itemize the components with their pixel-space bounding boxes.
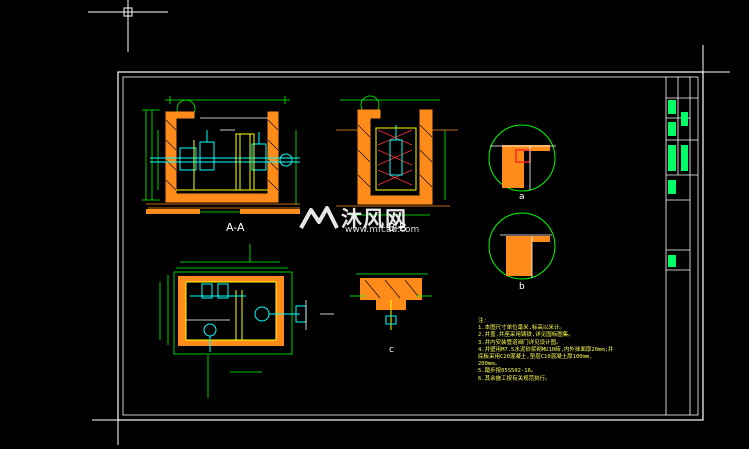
- note-line: 底板采用C20混凝土,垫层C10混凝土厚100mm,: [478, 354, 593, 361]
- section-aa: [142, 96, 300, 214]
- detail-b: [488, 212, 556, 280]
- note-line: 3.井内安装管道阀门详见设计图。: [478, 339, 562, 346]
- drawing-frame: [117, 71, 704, 421]
- note-line: 200mm。: [478, 361, 501, 368]
- note-line: 1.本图尺寸单位毫米,标高以米计。: [478, 325, 565, 332]
- detail-c: [350, 273, 432, 330]
- section-label-bb: B-B: [388, 221, 407, 234]
- note-line: 6.其余施工按有关规范执行。: [478, 375, 551, 382]
- corner-marks: [92, 45, 730, 445]
- note-line: 5.踏步按05S502-16。: [478, 368, 537, 375]
- watermark-logo-icon: [299, 206, 339, 229]
- note-line: 注:: [478, 318, 487, 324]
- section-label-aa: A-A: [226, 221, 245, 234]
- construction-notes: 注: 1.本图尺寸单位毫米,标高以米计。 2.井盖,井座采用铸铁,详见国标图集。…: [478, 318, 613, 383]
- title-block-text: [668, 100, 688, 267]
- detail-label-c: c: [389, 345, 394, 355]
- detail-a: [488, 124, 556, 192]
- note-line: 4.井壁用M7.5水泥砂浆砌MU10砖,内外抹面厚20mm;井: [478, 346, 614, 353]
- detail-label-a: a: [519, 192, 525, 202]
- watermark: 沐风网 www.mfcad.com: [297, 202, 419, 235]
- section-bb: [336, 95, 458, 216]
- plan-view: [159, 244, 334, 398]
- crosshair-cursor: [88, 0, 168, 52]
- detail-label-b: b: [519, 282, 525, 292]
- title-block: [665, 77, 698, 415]
- watermark-url: www.mfcad.com: [345, 225, 420, 235]
- watermark-name: 沐风网: [341, 207, 407, 231]
- note-line: 2.井盖,井座采用铸铁,详见国标图集。: [478, 332, 574, 339]
